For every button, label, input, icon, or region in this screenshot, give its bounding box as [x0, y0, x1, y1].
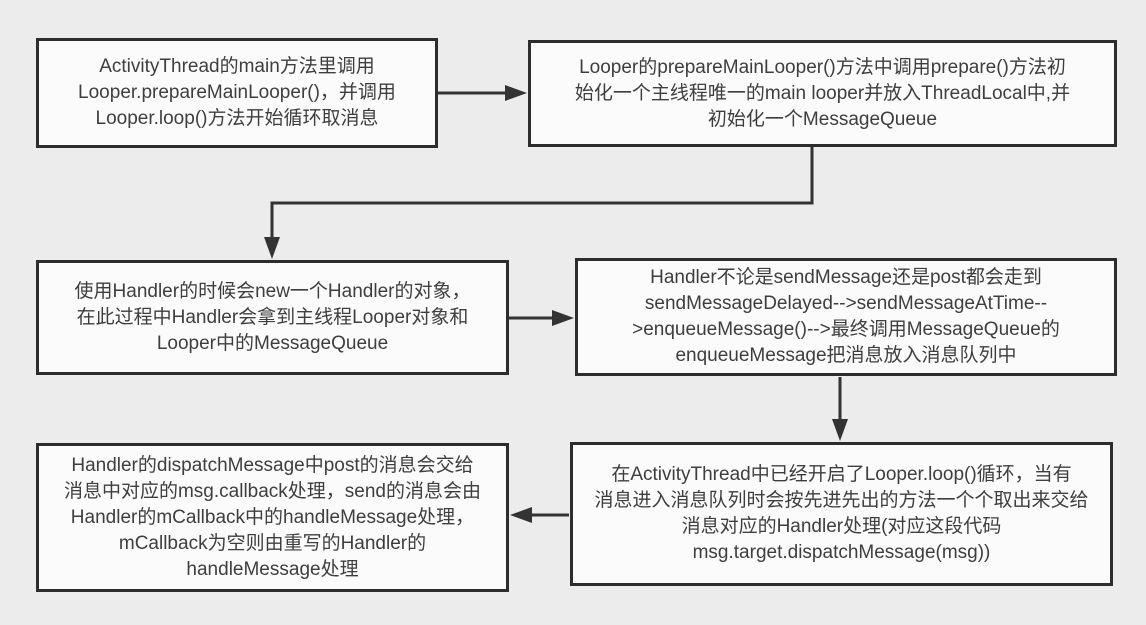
flow-box-new-handler: 使用Handler的时候会new一个Handler的对象， 在此过程中Handl…: [36, 260, 509, 375]
flow-box-prepare-main-looper: Looper的prepareMainLooper()方法中调用prepare()…: [528, 40, 1117, 147]
arrow-newhandler-to-sendmessage: [509, 310, 574, 326]
flow-box-activitythread-main: ActivityThread的main方法里调用 Looper.prepareM…: [36, 38, 438, 148]
flow-box-looper-loop-fifo: 在ActivityThread中已经开启了Looper.loop()循环，当有 …: [570, 442, 1113, 586]
flow-box-dispatch-message-handling: Handler的dispatchMessage中post的消息会交给 消息中对应…: [36, 443, 509, 592]
flow-box-send-message-chain: Handler不论是sendMessage还是post都会走到 sendMess…: [575, 258, 1117, 376]
arrow-main-to-preparemainlooper: [438, 85, 527, 101]
flow-box-prepare-main-looper-text: Looper的prepareMainLooper()方法中调用prepare()…: [574, 56, 1071, 130]
flow-box-looper-loop-fifo-text: 在ActivityThread中已经开启了Looper.loop()循环，当有 …: [594, 464, 1089, 563]
flow-box-dispatch-message-handling-text: Handler的dispatchMessage中post的消息会交给 消息中对应…: [63, 454, 482, 580]
flow-box-activitythread-main-text: ActivityThread的main方法里调用 Looper.prepareM…: [78, 56, 396, 129]
connector-preparemainlooper-to-newhandler: [264, 147, 814, 259]
flow-box-new-handler-text: 使用Handler的时候会new一个Handler的对象， 在此过程中Handl…: [74, 280, 471, 354]
flow-box-send-message-chain-text: Handler不论是sendMessage还是post都会走到 sendMess…: [632, 267, 1060, 366]
arrow-looperloop-to-dispatchmessage: [510, 507, 569, 523]
arrow-sendmessage-to-looperloop: [832, 377, 848, 441]
